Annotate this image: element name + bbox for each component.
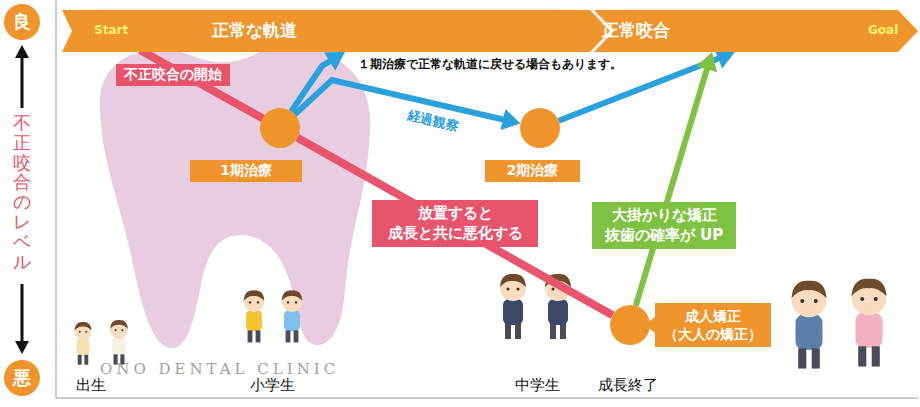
children-figures xyxy=(74,274,886,369)
edge-label: 経過観察 xyxy=(404,106,463,136)
band-text: Goal xyxy=(868,23,898,37)
treatment-circle: 成人矯正（大人の矯正） xyxy=(610,305,650,345)
connector-line xyxy=(297,138,612,315)
circle-shape xyxy=(610,305,650,345)
note-text: １期治療で正常な軌道に戻せる場合もあります。 xyxy=(356,56,624,73)
axis-title: 不正咬合のレベル xyxy=(13,113,31,271)
age-label: 出生 xyxy=(76,376,106,395)
callout-label: 成人矯正（大人の矯正） xyxy=(655,303,771,347)
warning-box: 大掛かりな矯正 抜歯の確率が UP xyxy=(592,202,736,249)
arrow-head xyxy=(696,52,717,72)
band-text: 正常咬合 xyxy=(602,19,670,42)
trend-line xyxy=(140,50,280,128)
level-circle: 悪 xyxy=(4,360,40,396)
connector-line xyxy=(636,66,708,306)
stage-label-box: 不正咬合の開始 xyxy=(116,64,230,86)
circle-shape xyxy=(260,108,300,148)
treatment-circle: 1期治療 xyxy=(260,108,300,148)
connector-line xyxy=(295,80,507,120)
arrow-head xyxy=(501,109,521,130)
box-text: 放置すると 成長と共に悪化する xyxy=(380,203,530,244)
axis-line xyxy=(56,0,57,398)
circle-shape xyxy=(520,108,560,148)
band-shape xyxy=(62,10,918,52)
stage-label-box: 放置すると 成長と共に悪化する xyxy=(372,200,538,247)
treatment-circle: 2期治療 xyxy=(520,108,560,148)
age-label: 小学生 xyxy=(250,376,295,395)
stage-label: 2期治療 xyxy=(485,160,580,182)
connector xyxy=(636,52,717,306)
stage-label: 1期治療 xyxy=(190,160,302,182)
band-text: Start xyxy=(94,23,128,37)
age-label: 中学生 xyxy=(515,376,560,395)
level-circle: 良 xyxy=(4,4,40,40)
connector xyxy=(297,138,612,315)
level-text: 悪 xyxy=(4,360,40,396)
arrow-head xyxy=(324,52,345,71)
axis-line xyxy=(56,398,918,399)
watermark: ONO DENTAL CLINIC xyxy=(100,360,339,378)
level-text: 良 xyxy=(4,4,40,40)
age-label: 成長終了 xyxy=(598,376,658,395)
track-band: Start 正常な軌道 正常咬合 Goal xyxy=(62,10,918,52)
tooth-shape xyxy=(100,47,371,348)
box-text: 不正咬合の開始 xyxy=(124,66,222,84)
band-text: 正常な軌道 xyxy=(212,19,297,42)
